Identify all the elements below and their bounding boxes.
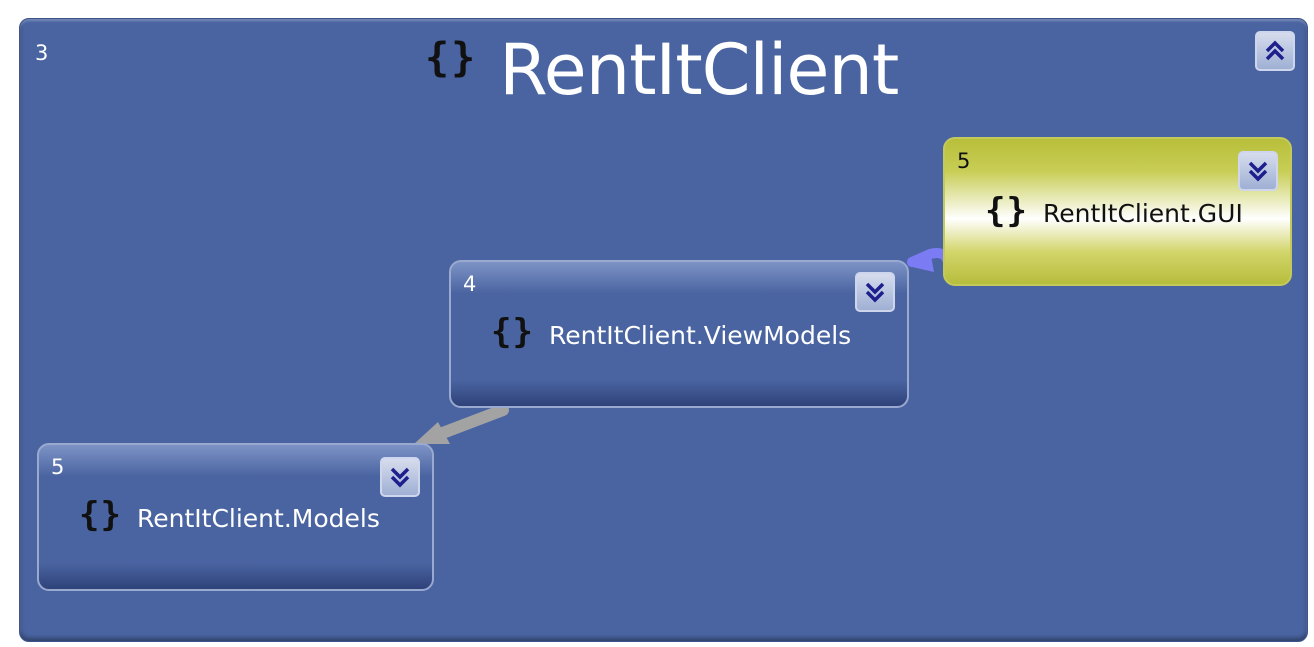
node-rentitclient-models[interactable]: 5 {} RentItClient.Models: [37, 443, 434, 591]
node-label: RentItClient.GUI: [1043, 199, 1243, 228]
node-label: RentItClient.ViewModels: [549, 321, 852, 350]
namespace-braces-icon: {}: [985, 191, 1028, 231]
double-chevron-down-icon: [390, 467, 410, 488]
container-title-text: RentItClient: [499, 29, 899, 111]
double-chevron-down-icon: [865, 282, 885, 303]
node-count: 5: [51, 455, 65, 479]
double-chevron-up-icon: [1265, 40, 1285, 61]
expand-button[interactable]: [1238, 151, 1278, 191]
node-label: RentItClient.Models: [137, 504, 380, 533]
namespace-braces-icon: {}: [491, 312, 534, 352]
node-rentitclient-gui[interactable]: 5 {} RentItClient.GUI: [943, 137, 1292, 286]
container-title: {} RentItClient: [425, 20, 899, 120]
double-chevron-down-icon: [1248, 161, 1268, 182]
node-count: 4: [463, 272, 477, 296]
expand-button[interactable]: [855, 272, 895, 312]
namespace-braces-icon: {}: [79, 495, 122, 535]
node-count: 5: [957, 149, 971, 173]
namespace-braces-icon: {}: [425, 35, 478, 81]
expand-button[interactable]: [380, 457, 420, 497]
node-rentitclient-viewmodels[interactable]: 4 {} RentItClient.ViewModels: [449, 260, 909, 408]
container-count: 3: [35, 41, 49, 65]
collapse-button[interactable]: [1255, 31, 1295, 71]
